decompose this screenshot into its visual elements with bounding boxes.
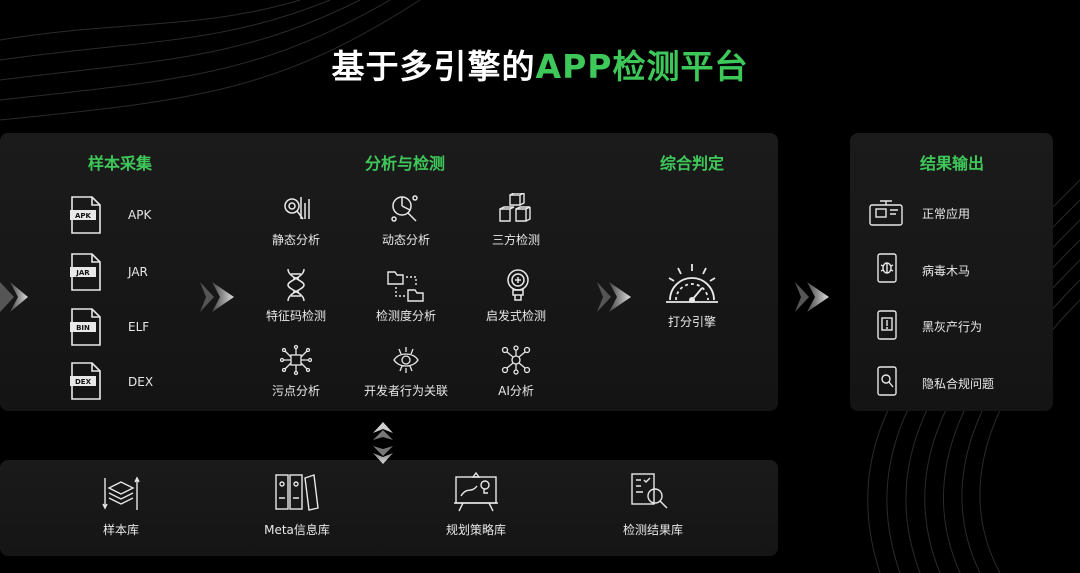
chevron-right-icon: [597, 282, 631, 312]
analysis-item-signature: 特征码检测: [265, 309, 326, 323]
output-normal: 正常应用: [922, 207, 971, 221]
bin-file-icon: BIN: [70, 308, 101, 346]
analysis-item-heuristic: 启发式检测: [485, 309, 546, 323]
file-tag: JAR: [75, 269, 90, 277]
analysis-item-coverage: 检测度分析: [375, 309, 436, 323]
privacy-phone-icon: [877, 366, 897, 396]
database-sample: 样本库: [102, 523, 139, 537]
database-panel: [0, 460, 778, 556]
binders-icon: [275, 474, 319, 511]
cubes-icon: [499, 193, 531, 222]
analysis-item-taint: 污点分析: [271, 384, 320, 398]
file-tag: DEX: [75, 378, 92, 386]
file-label-elf: ELF: [128, 320, 150, 334]
database-strategy: 规划策略库: [445, 523, 506, 537]
title-prefix: 基于多引擎的: [331, 47, 536, 86]
database-meta: Meta信息库: [264, 523, 330, 537]
virus-phone-icon: [877, 253, 897, 283]
up-down-arrow-icon: [373, 422, 393, 464]
gauge-icon: [666, 264, 718, 303]
normal-app-icon: [869, 200, 903, 226]
section-title-output: 结果输出: [919, 154, 984, 173]
circuit-icon: [280, 345, 312, 375]
output-virus: 病毒木马: [922, 264, 971, 278]
dynamic-analysis-icon: [391, 195, 418, 222]
output-privacy: 隐私合规问题: [922, 377, 995, 391]
jar-file-icon: JAR: [70, 253, 101, 291]
file-label-dex: DEX: [128, 375, 154, 389]
scoring-engine-label: 打分引擎: [667, 315, 716, 329]
analysis-item-static: 静态分析: [271, 233, 320, 247]
page-title: 基于多引擎的APP检测平台: [0, 40, 1080, 88]
apk-file-icon: APK: [70, 196, 101, 234]
eye-chip-icon: [393, 347, 419, 373]
ai-network-icon: [501, 345, 531, 375]
static-analysis-icon: [284, 197, 310, 220]
file-label-jar: JAR: [128, 265, 148, 279]
analysis-item-dynamic: 动态分析: [381, 233, 430, 247]
title-accent: APP检测平台: [535, 47, 749, 86]
folders-icon: [387, 271, 424, 302]
strategy-board-icon: [454, 472, 498, 512]
section-title-collect: 样本采集: [87, 154, 152, 173]
file-tag: APK: [75, 212, 92, 220]
file-label-apk: APK: [128, 208, 152, 222]
chevron-right-icon: [0, 282, 28, 312]
warning-phone-icon: [877, 310, 897, 340]
analysis-item-developer: 开发者行为关联: [363, 384, 448, 398]
section-title-analysis: 分析与检测: [364, 154, 445, 173]
analysis-item-third-party: 三方检测: [491, 233, 540, 247]
analysis-item-ai: AI分析: [498, 384, 534, 398]
section-title-judge: 综合判定: [659, 154, 724, 173]
dna-icon: [287, 268, 305, 302]
report-search-icon: [631, 473, 668, 509]
database-results: 检测结果库: [622, 523, 683, 537]
layers-icon: [102, 476, 140, 510]
chevron-right-icon: [200, 282, 234, 312]
file-tag: BIN: [76, 324, 90, 332]
dex-file-icon: DEX: [70, 362, 101, 400]
lightbulb-icon: [507, 269, 529, 301]
chevron-right-icon: [795, 282, 829, 312]
output-gray-industry: 黑灰产行为: [922, 320, 983, 334]
